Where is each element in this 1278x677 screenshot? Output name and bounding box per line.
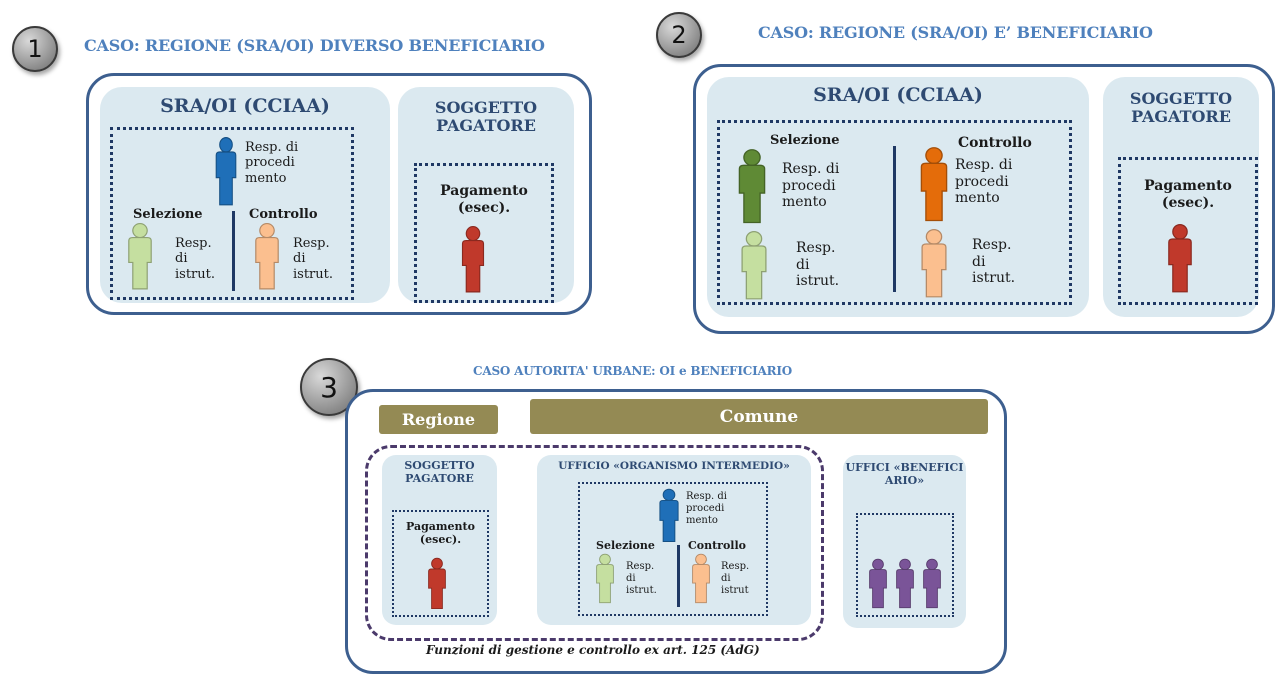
- case-1-number: 1: [27, 35, 43, 63]
- case-2-pagatore-title: SOGGETTO PAGATORE: [1129, 89, 1233, 127]
- uffici-beneficiario-dotted-box: [856, 513, 954, 617]
- pagamento-person-icon: [458, 225, 488, 295]
- case-2-selezione-label: Selezione: [770, 133, 840, 148]
- case-3-footnote: Funzioni di gestione e controllo ex art.…: [426, 643, 760, 657]
- case-2-pagamento-label: Pagamento (esec).: [1144, 178, 1232, 211]
- case-2-badge: 2: [656, 12, 702, 58]
- istruttoria-person-icon: [124, 222, 156, 292]
- beneficiario-person-icon: [920, 558, 944, 610]
- case-3-proc-label: Resp. di procedi mento: [686, 491, 727, 526]
- procedimento-person-icon: [916, 146, 952, 224]
- case-1-sra-panel: [100, 87, 390, 303]
- istruttoria-person-icon: [251, 222, 283, 292]
- case-1-sra-dotted-box: [110, 127, 354, 300]
- procedimento-person-icon: [212, 136, 240, 208]
- procedimento-person-icon: [656, 488, 682, 544]
- case-2-proc-label-right: Resp. di procedi mento: [955, 157, 1013, 207]
- case-3-istr-label-left: Resp. di istrut.: [626, 561, 657, 596]
- case-2-istr-label-left: Resp. di istrut.: [796, 240, 840, 290]
- beneficiario-person-icon: [866, 558, 890, 610]
- case-1-title: CASO: REGIONE (SRA/OI) DIVERSO BENEFICIA…: [84, 36, 545, 55]
- case-2-sra-panel: [707, 77, 1089, 317]
- regione-banner: Regione: [379, 405, 498, 434]
- case-3-title: CASO AUTORITA' URBANE: OI e BENEFICIARIO: [473, 364, 793, 378]
- case-1-selezione-label: Selezione: [133, 207, 203, 222]
- istruttoria-person-icon: [689, 553, 713, 605]
- comune-banner: Comune: [530, 399, 988, 434]
- case-2-proc-label-left: Resp. di procedi mento: [782, 161, 840, 211]
- ufficio-oi-dotted-box: [578, 482, 768, 616]
- case-1-pagatore-title: SOGGETTO PAGATORE: [434, 98, 538, 136]
- case-3-istr-label-right: Resp. di istrut: [721, 561, 750, 596]
- case-2-divider: [893, 146, 896, 292]
- case-1-badge: 1: [12, 26, 58, 72]
- case-2-sra-dotted-box: [717, 120, 1072, 305]
- istruttoria-person-icon: [737, 230, 771, 302]
- case-2-pagatore-dotted-box: [1118, 157, 1258, 305]
- case-1-istr-label-right: Resp. di istrut.: [293, 236, 333, 282]
- case-2-number: 2: [671, 21, 687, 49]
- funzioni-gestione-dashed-group: [365, 445, 824, 641]
- case-2-istr-label-right: Resp. di istrut.: [972, 237, 1016, 287]
- pagamento-person-icon: [425, 557, 449, 611]
- case-1-divider: [232, 211, 235, 291]
- case-3-controllo-label: Controllo: [688, 539, 746, 552]
- case-1-sra-title: SRA/OI (CCIAA): [160, 95, 330, 117]
- case-2-controllo-label: Controllo: [958, 135, 1032, 151]
- pagamento-person-icon: [1164, 223, 1196, 295]
- case-2-title: CASO: REGIONE (SRA/OI) E’ BENEFICIARIO: [758, 23, 1153, 42]
- case-1-pagatore-panel: [398, 87, 574, 303]
- case-1-pagamento-label: Pagamento (esec).: [440, 183, 528, 216]
- case-3-selezione-label: Selezione: [596, 539, 655, 552]
- procedimento-person-icon: [734, 148, 770, 226]
- case-2-sra-title: SRA/OI (CCIAA): [813, 84, 983, 106]
- case-1-istr-label-left: Resp. di istrut.: [175, 236, 215, 282]
- istruttoria-person-icon: [593, 553, 617, 605]
- beneficiario-person-icon: [893, 558, 917, 610]
- case-3-divider: [677, 545, 680, 607]
- case-3-pagatore-title: SOGGETTO PAGATORE: [404, 459, 475, 485]
- istruttoria-person-icon: [917, 228, 951, 300]
- case-1-controllo-label: Controllo: [249, 207, 318, 222]
- case-3-pagamento-label: Pagamento (esec).: [406, 520, 475, 546]
- case-1-proc-label: Resp. di procedi mento: [245, 140, 299, 186]
- case-3-pagatore-dotted-box: [392, 510, 489, 617]
- case-1-pagatore-dotted-box: [414, 163, 554, 303]
- case-3-number: 3: [320, 370, 338, 404]
- uffici-beneficiario-title: UFFICI «BENEFICI ARIO»: [845, 461, 964, 487]
- ufficio-oi-title: UFFICIO «ORGANISMO INTERMEDIO»: [558, 460, 790, 472]
